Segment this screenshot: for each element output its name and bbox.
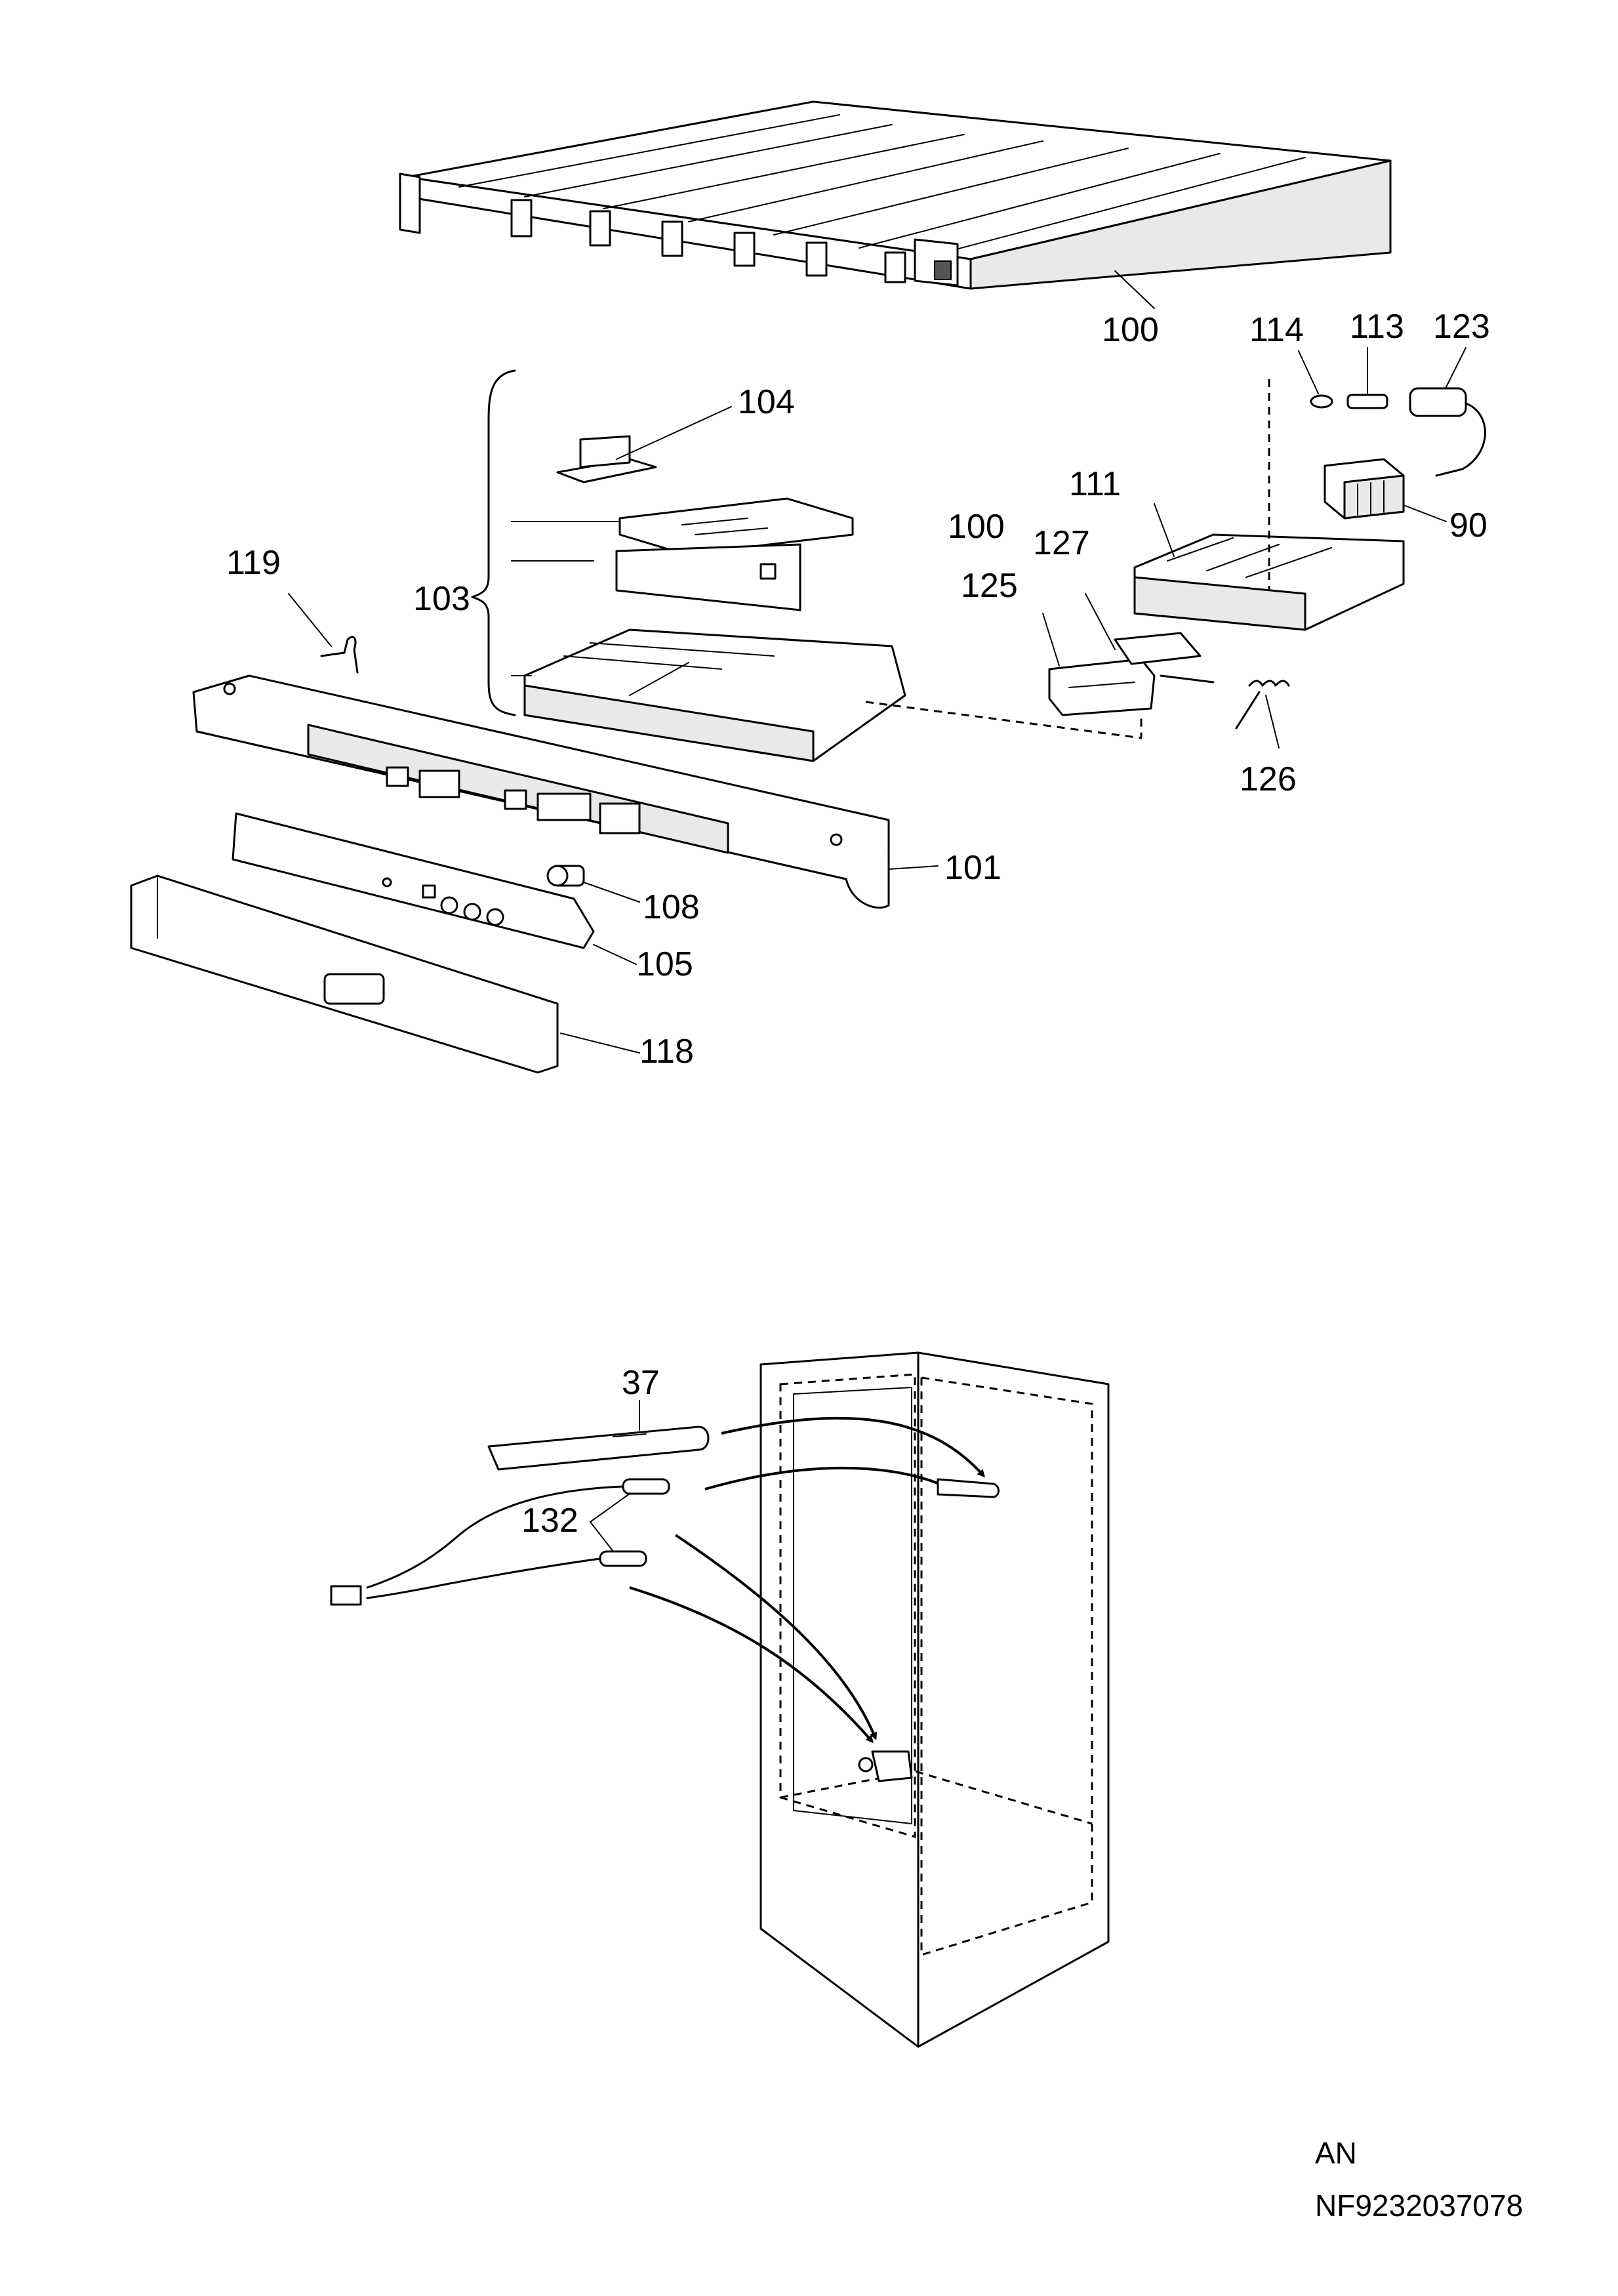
part-103-housing: [523, 628, 906, 762]
label-105: 105: [636, 945, 693, 983]
label-111: 111: [1069, 465, 1121, 503]
label-100-mid: 100: [948, 508, 1005, 546]
label-126: 126: [1240, 760, 1297, 798]
part-105-fascia: [232, 812, 595, 949]
part-90-transformer: [1324, 458, 1405, 520]
label-103: 103: [413, 580, 470, 618]
part-100-top-lid: [399, 100, 1392, 290]
label-108: 108: [643, 888, 700, 926]
sensor-clip-mounted: [858, 1750, 913, 1782]
label-125: 125: [961, 567, 1018, 605]
part-114-bulb: [1310, 394, 1333, 409]
label-123: 123: [1433, 308, 1490, 346]
part-37-sensor-holder: [487, 1425, 710, 1471]
part-104-relay: [556, 435, 657, 483]
label-132: 132: [521, 1502, 578, 1540]
label-100-top: 100: [1102, 311, 1159, 349]
label-119: 119: [226, 544, 281, 582]
label-118: 118: [639, 1033, 694, 1071]
part-111-lamp-housing: [1133, 533, 1405, 631]
part-132-temperature-sensors: [330, 1478, 670, 1606]
drawing-number: NF9232037078: [1315, 2188, 1524, 2223]
part-123-lamp-holder: [1409, 387, 1486, 477]
part-103-pcb: [618, 497, 854, 556]
sensor-holder-mounted: [937, 1478, 1000, 1498]
cabinet-outline: [759, 1351, 1110, 2048]
part-108-knob: [546, 865, 585, 887]
label-101: 101: [944, 849, 1001, 887]
label-113: 113: [1350, 308, 1404, 346]
part-101-control-panel: [192, 674, 890, 909]
label-37: 37: [622, 1364, 660, 1402]
label-90: 90: [1449, 506, 1487, 544]
part-127-diffuser: [1114, 632, 1202, 665]
installation-arrows: [629, 1416, 985, 1744]
part-126-spring: [1235, 680, 1290, 729]
part-125-lamp-cover: [1048, 658, 1156, 716]
label-114: 114: [1249, 311, 1304, 349]
part-119-clip: [320, 636, 359, 674]
label-127: 127: [1033, 524, 1090, 562]
part-118-front-trim: [130, 874, 559, 1074]
label-104: 104: [738, 383, 795, 421]
part-103-frame: [615, 543, 801, 611]
part-113-lamp-socket: [1346, 394, 1388, 409]
bracket-103: [471, 369, 516, 716]
region-code: AN: [1315, 2136, 1357, 2170]
